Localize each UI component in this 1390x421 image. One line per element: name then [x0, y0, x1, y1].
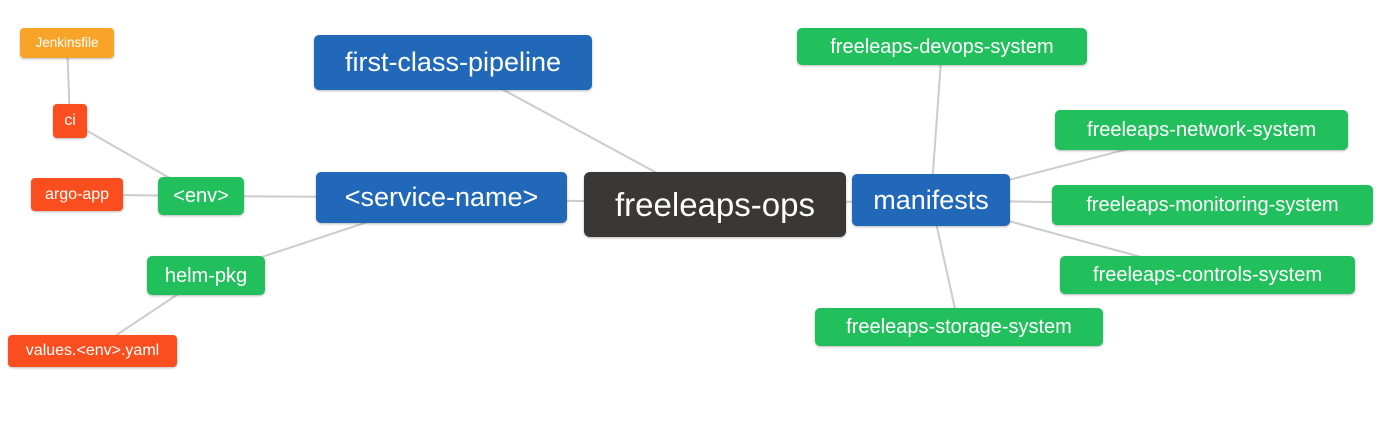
- node-argo-app[interactable]: argo-app: [31, 178, 123, 211]
- node-ci[interactable]: ci: [53, 104, 87, 138]
- node-freeleaps-network-system[interactable]: freeleaps-network-system: [1055, 110, 1348, 150]
- node-helm-pkg[interactable]: helm-pkg: [147, 256, 265, 295]
- node-values-env-yaml[interactable]: values.<env>.yaml: [8, 335, 177, 367]
- node-service-name[interactable]: <service-name>: [316, 172, 567, 223]
- node-freeleaps-monitoring-system[interactable]: freeleaps-monitoring-system: [1052, 185, 1373, 225]
- node-freeleaps-storage-system[interactable]: freeleaps-storage-system: [815, 308, 1103, 346]
- node-freeleaps-devops-system[interactable]: freeleaps-devops-system: [797, 28, 1087, 65]
- node-freeleaps-controls-system[interactable]: freeleaps-controls-system: [1060, 256, 1355, 294]
- node-first-class-pipeline[interactable]: first-class-pipeline: [314, 35, 592, 90]
- node-manifests[interactable]: manifests: [852, 174, 1010, 226]
- node-freeleaps-ops[interactable]: freeleaps-ops: [584, 172, 846, 237]
- node-jenkinsfile[interactable]: Jenkinsfile: [20, 28, 114, 58]
- node-env[interactable]: <env>: [158, 177, 244, 215]
